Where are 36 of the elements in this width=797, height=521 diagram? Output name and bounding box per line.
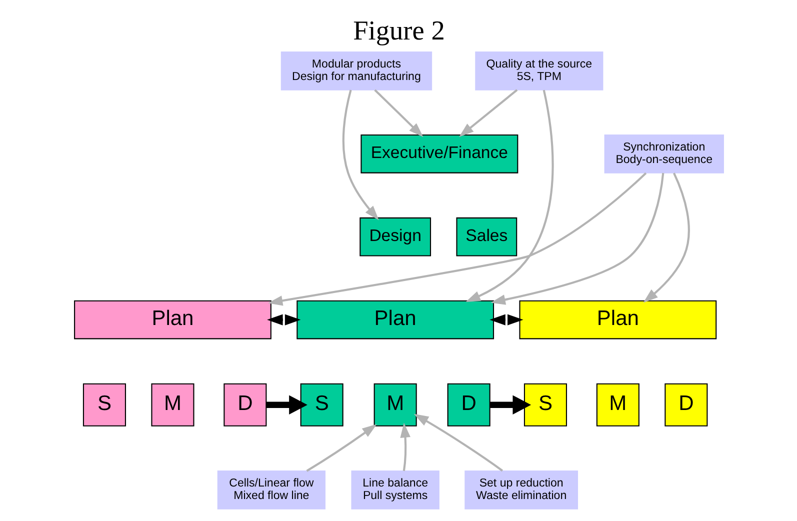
diagram-title: Figure 2 — [352, 14, 444, 45]
node-box: Line balance Pull systems — [350, 470, 439, 509]
arrow — [400, 422, 410, 471]
arrow — [342, 89, 378, 220]
arrow — [413, 413, 503, 472]
node-box: S — [300, 382, 343, 426]
arrow — [267, 172, 646, 306]
node-box: D — [223, 382, 266, 426]
node-box: D — [664, 382, 708, 426]
node-box: M — [373, 382, 416, 426]
node-box: Executive/Finance — [360, 134, 518, 173]
arrow — [266, 394, 307, 414]
arrow — [465, 89, 554, 302]
arrow — [490, 172, 664, 304]
node-box: Sales — [456, 216, 517, 256]
node-box: Set up reduction Waste elimination — [464, 470, 578, 509]
node-box: Synchronization Body-on-sequence — [604, 134, 724, 173]
arrow — [490, 394, 531, 414]
node-box: Plan — [296, 300, 494, 339]
arrow — [374, 88, 423, 137]
node-box: D — [446, 382, 490, 426]
arrow — [266, 314, 300, 325]
arrow — [306, 424, 376, 472]
node-box: Modular products Design for manufacturing — [280, 51, 432, 90]
arrow — [458, 88, 518, 136]
node-box: M — [150, 382, 194, 426]
node-box: M — [596, 382, 639, 426]
node-box: Cells/Linear flow Mixed flow line — [216, 470, 325, 509]
arrow — [489, 314, 523, 325]
node-box: Plan — [74, 300, 271, 339]
node-box: S — [523, 382, 566, 426]
node-box: Quality at the source 5S, TPM — [474, 51, 603, 90]
arrow — [642, 172, 690, 302]
node-box: Plan — [518, 300, 716, 339]
node-box: S — [82, 382, 126, 426]
node-box: Design — [359, 216, 431, 256]
